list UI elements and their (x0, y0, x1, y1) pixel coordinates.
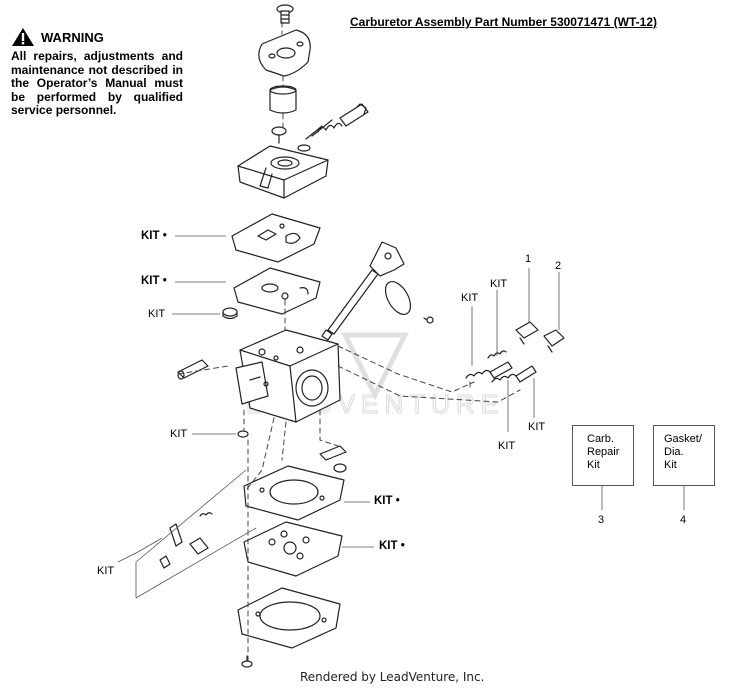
gasket-screw (237, 430, 249, 438)
throttle-plate (384, 281, 434, 324)
kit-callout-pump-gasket: KIT • (141, 230, 167, 242)
ref-number-4: 4 (680, 514, 687, 526)
filter-cup (269, 85, 297, 114)
lever-screw (271, 126, 287, 144)
metering-diaphragm (243, 521, 343, 577)
limiter-cap-1 (515, 321, 539, 345)
kit-callout-spring-2: KIT (528, 421, 546, 433)
metering-lever-parts (159, 512, 213, 569)
kit-callout-spring: KIT (498, 440, 516, 452)
throttle-shaft (321, 241, 405, 341)
ref-number-1: 1 (525, 253, 532, 265)
gasket-dia-kit-box: Gasket/ Dia. Kit (653, 425, 715, 486)
kit-callout-welch-plug: KIT (148, 308, 166, 320)
adjustment-needle-low (491, 365, 537, 383)
kit-callout-pump-diaphragm: KIT • (141, 275, 167, 287)
kit-callout-gasket-screw: KIT (170, 428, 188, 440)
kit-callout-lever-parts: KIT (97, 565, 115, 577)
carb-repair-kit-line-3: Kit (587, 459, 600, 471)
carb-repair-kit-box: Carb. Repair Kit (572, 425, 634, 486)
pump-cover (237, 144, 329, 199)
cover-screw-bottom (241, 655, 253, 668)
gasket-dia-kit-line-2: Dia. (664, 446, 684, 458)
metering-cover (237, 587, 341, 649)
warning-triangle-icon (12, 28, 34, 46)
welch-plug (222, 307, 238, 320)
ref-number-2: 2 (555, 260, 562, 272)
warning-header: WARNING (11, 27, 183, 47)
metering-needle-assembly (319, 445, 347, 473)
footer-credit: Rendered by LeadVenture, Inc. (300, 670, 485, 684)
cover-screw (276, 4, 294, 24)
warning-title: WARNING (41, 29, 104, 45)
warning-block: WARNING All repairs, adjustments and mai… (11, 27, 183, 118)
carb-repair-kit-line-2: Repair (587, 446, 620, 458)
kit-callout-metering-diaphragm: KIT • (379, 540, 405, 552)
pivot-pin (177, 359, 209, 380)
cover-flange (258, 29, 311, 77)
diagram-title: Carburetor Assembly Part Number 53007147… (350, 15, 658, 29)
kit-callout-metering-gasket: KIT • (374, 495, 400, 507)
adjustment-needle-high (465, 361, 513, 379)
carb-repair-kit-line-1: Carb. (587, 433, 614, 445)
pump-gasket (231, 213, 321, 263)
ref-number-3: 3 (598, 514, 605, 526)
limiter-cap-2 (543, 329, 565, 353)
assembly-guides (177, 21, 521, 661)
kit-callout-needle-low: KIT (490, 278, 508, 290)
gasket-dia-kit-line-1: Gasket/ (664, 433, 702, 445)
carburetor-body (235, 329, 341, 423)
inlet-needle (305, 103, 369, 140)
leader-lines (117, 235, 685, 599)
kit-callout-needle-high: KIT (461, 292, 479, 304)
metering-gasket (243, 465, 345, 521)
pump-diaphragm (233, 267, 321, 315)
warning-text: All repairs, adjustments and maintenance… (11, 49, 183, 117)
gasket-dia-kit-line-3: Kit (664, 459, 677, 471)
